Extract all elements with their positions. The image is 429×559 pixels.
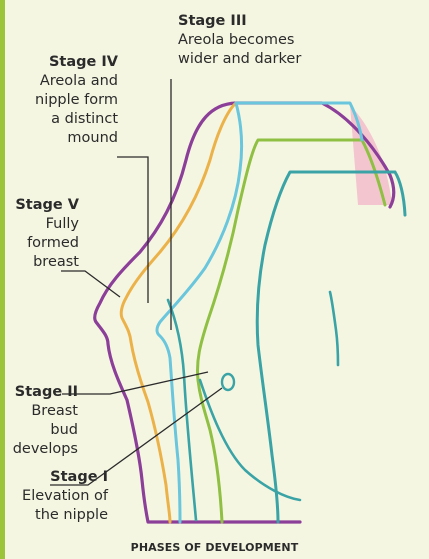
teal-back-line-2 xyxy=(200,380,300,500)
stage-1-description: Elevation of the nipple xyxy=(8,487,108,525)
label-stage-2: Stage II Breast bud develops xyxy=(6,383,78,459)
outline-stage-1 xyxy=(257,172,405,522)
nipple-oval xyxy=(222,374,234,390)
label-stage-3: Stage III Areola becomes wider and darke… xyxy=(178,12,378,69)
leader-stage-4 xyxy=(117,157,148,303)
stage-4-title: Stage IV xyxy=(8,53,118,72)
teal-back-line-1 xyxy=(330,292,338,365)
label-stage-5: Stage V Fully formed breast xyxy=(8,196,79,272)
label-stage-4: Stage IV Areola and nipple form a distin… xyxy=(8,53,118,148)
stage-5-description: Fully formed breast xyxy=(8,215,79,272)
stage-3-title: Stage III xyxy=(178,12,378,31)
outline-stage-2 xyxy=(157,103,362,522)
stage-1-title: Stage I xyxy=(8,468,108,487)
diagram-caption: PHASES OF DEVELOPMENT xyxy=(0,541,429,554)
stage-2-description: Breast bud develops xyxy=(6,402,78,459)
outline-stage-5 xyxy=(95,103,394,522)
stage-4-description: Areola and nipple form a distinct mound xyxy=(8,72,118,148)
outline-stage-3 xyxy=(197,140,385,522)
stage-3-description: Areola becomes wider and darker xyxy=(178,31,378,69)
stage-2-title: Stage II xyxy=(6,383,78,402)
label-stage-1: Stage I Elevation of the nipple xyxy=(8,468,108,525)
stage-5-title: Stage V xyxy=(8,196,79,215)
